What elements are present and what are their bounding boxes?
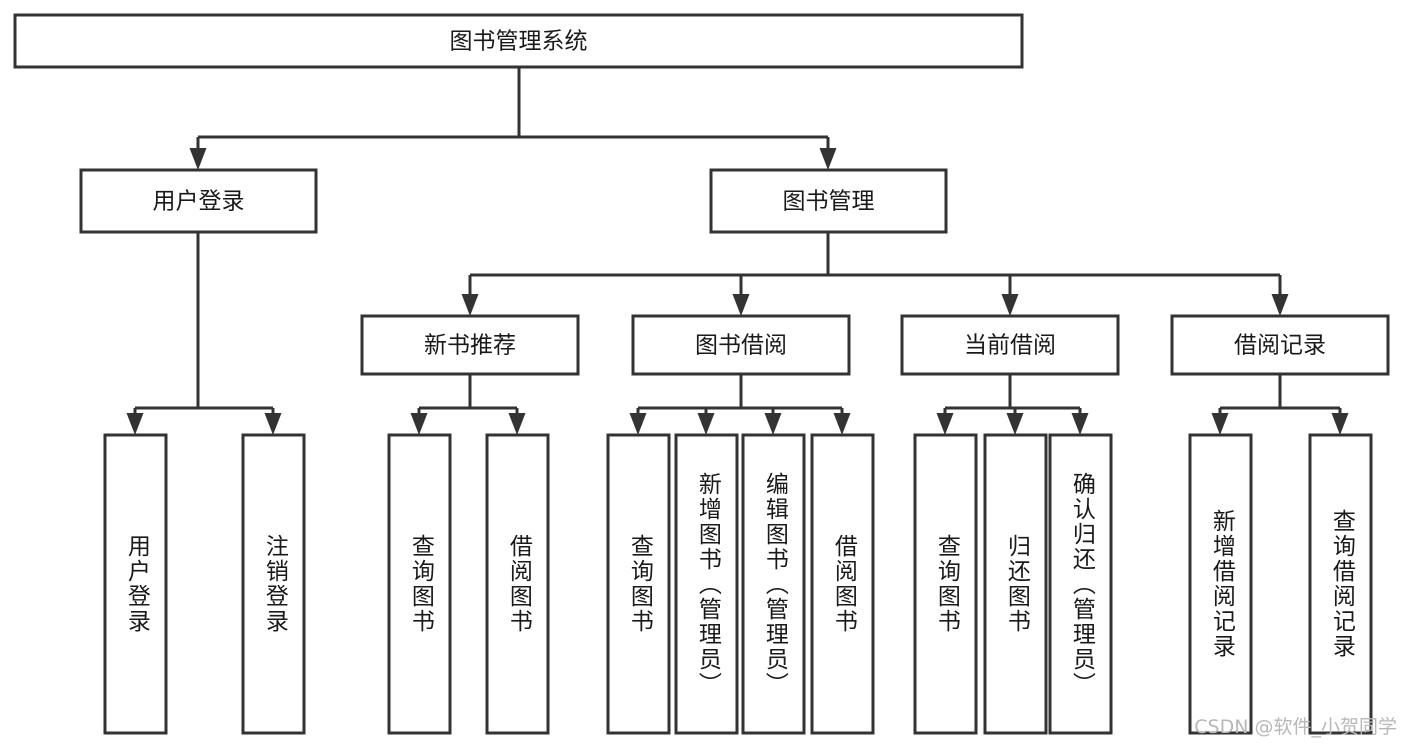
node-leaf-leaf-add-book[interactable]	[674, 433, 739, 735]
connector-borrowrecord-to-leaves	[1211, 374, 1349, 435]
node-box[interactable]	[606, 433, 671, 735]
node-box[interactable]	[810, 433, 875, 735]
connector-userlogin-to-leaves	[126, 232, 282, 435]
arrow-head-icon	[697, 413, 715, 435]
node-label: 用户登录	[153, 189, 245, 215]
node-leaf-leaf-borrow-book-2[interactable]	[810, 433, 875, 735]
node-label: 图书借阅	[695, 333, 787, 359]
node-root-root[interactable]: 图书管理系统	[13, 13, 1024, 69]
arrow-head-icon	[461, 294, 479, 316]
node-label: 借阅记录	[1234, 333, 1326, 359]
node-box[interactable]	[103, 433, 168, 735]
node-leaf-leaf-return-book[interactable]	[983, 433, 1048, 735]
node-box[interactable]	[485, 433, 550, 735]
node-level2-book-manage[interactable]: 图书管理	[709, 168, 948, 234]
node-leaf-leaf-user-login[interactable]	[103, 433, 168, 735]
arrow-head-icon	[1001, 294, 1019, 316]
node-leaf-leaf-logout[interactable]	[241, 433, 306, 735]
connector-bookmanage-to-l3	[461, 232, 1289, 316]
arrow-head-icon	[732, 294, 750, 316]
arrow-head-icon	[264, 413, 282, 435]
watermark: CSDN @软件_小贺同学	[1194, 716, 1397, 738]
node-box[interactable]	[983, 433, 1048, 735]
node-leaf-leaf-query-record[interactable]	[1308, 433, 1373, 735]
node-label: 新书推荐	[424, 333, 516, 359]
arrow-head-icon	[764, 413, 782, 435]
node-label: 图书管理	[783, 189, 875, 215]
arrow-head-icon	[819, 148, 837, 170]
arrow-head-icon	[833, 413, 851, 435]
node-box[interactable]	[1188, 433, 1253, 735]
node-leaf-leaf-query-book-3[interactable]	[913, 433, 978, 735]
node-box[interactable]	[900, 314, 1120, 376]
node-leaf-leaf-confirm-return[interactable]	[1048, 433, 1113, 735]
arrow-head-icon	[189, 148, 207, 170]
node-leaf-leaf-query-book-1[interactable]	[387, 433, 452, 735]
node-box[interactable]	[1170, 314, 1390, 376]
node-level2-user-login[interactable]: 用户登录	[79, 168, 318, 234]
arrow-head-icon	[1006, 413, 1024, 435]
node-box[interactable]	[741, 433, 806, 735]
node-box[interactable]	[387, 433, 452, 735]
node-level3-book-borrow[interactable]: 图书借阅	[631, 314, 851, 376]
connector-root-to-l2	[189, 67, 837, 170]
connector-newbook-to-leaves	[410, 374, 526, 435]
arrow-head-icon	[629, 413, 647, 435]
arrow-head-icon	[936, 413, 954, 435]
node-box[interactable]	[360, 314, 580, 376]
arrow-head-icon	[1271, 294, 1289, 316]
node-box[interactable]	[1048, 433, 1113, 735]
arrow-head-icon	[508, 413, 526, 435]
node-level3-new-book-rec[interactable]: 新书推荐	[360, 314, 580, 376]
connector-currentborrow-to-leaves	[936, 374, 1089, 435]
connector-bookborrow-to-leaves	[629, 374, 851, 435]
node-box[interactable]	[1308, 433, 1373, 735]
arrow-head-icon	[1211, 413, 1229, 435]
node-label: 图书管理系统	[450, 29, 588, 55]
arrow-head-icon	[410, 413, 428, 435]
node-box[interactable]	[913, 433, 978, 735]
node-leaf-leaf-query-book-2[interactable]	[606, 433, 671, 735]
node-box[interactable]	[79, 168, 318, 234]
arrow-head-icon	[1331, 413, 1349, 435]
node-box[interactable]	[709, 168, 948, 234]
node-box[interactable]	[241, 433, 306, 735]
node-level3-current-borrow[interactable]: 当前借阅	[900, 314, 1120, 376]
node-leaf-leaf-borrow-book-1[interactable]	[485, 433, 550, 735]
arrow-head-icon	[1071, 413, 1089, 435]
node-leaf-leaf-edit-book[interactable]	[741, 433, 806, 735]
node-label: 当前借阅	[964, 333, 1056, 359]
node-level3-borrow-record[interactable]: 借阅记录	[1170, 314, 1390, 376]
node-box[interactable]	[674, 433, 739, 735]
node-leaf-leaf-add-record[interactable]	[1188, 433, 1253, 735]
node-box[interactable]	[13, 13, 1024, 69]
node-box[interactable]	[631, 314, 851, 376]
arrow-head-icon	[126, 413, 144, 435]
